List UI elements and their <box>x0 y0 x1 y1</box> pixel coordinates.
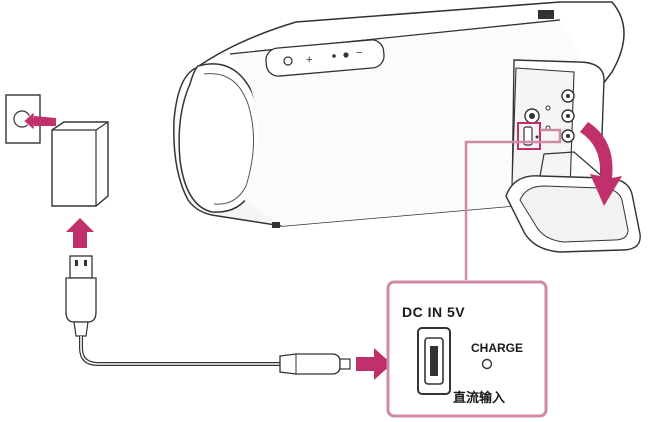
rear-panel <box>505 59 641 253</box>
insert-cable-arrow-icon <box>356 348 392 380</box>
dc-input-chinese-label: 直流输入 <box>453 391 506 406</box>
usb-cable-icon <box>65 255 351 375</box>
speaker-icon: + − <box>173 1 625 228</box>
ac-adapter-icon <box>51 121 109 207</box>
dc-in-port-icon <box>417 327 451 395</box>
charge-label: CHARGE <box>471 341 524 355</box>
connect-adapter-arrow-icon <box>66 218 94 248</box>
volume-minus-icon: − <box>356 47 362 59</box>
dc-in-label: DC IN 5V <box>402 304 466 320</box>
volume-plus-icon: + <box>306 54 312 66</box>
open-cover-arrow-icon <box>580 122 622 206</box>
charge-indicator-icon <box>481 358 493 370</box>
callout-leader-line <box>464 128 562 280</box>
